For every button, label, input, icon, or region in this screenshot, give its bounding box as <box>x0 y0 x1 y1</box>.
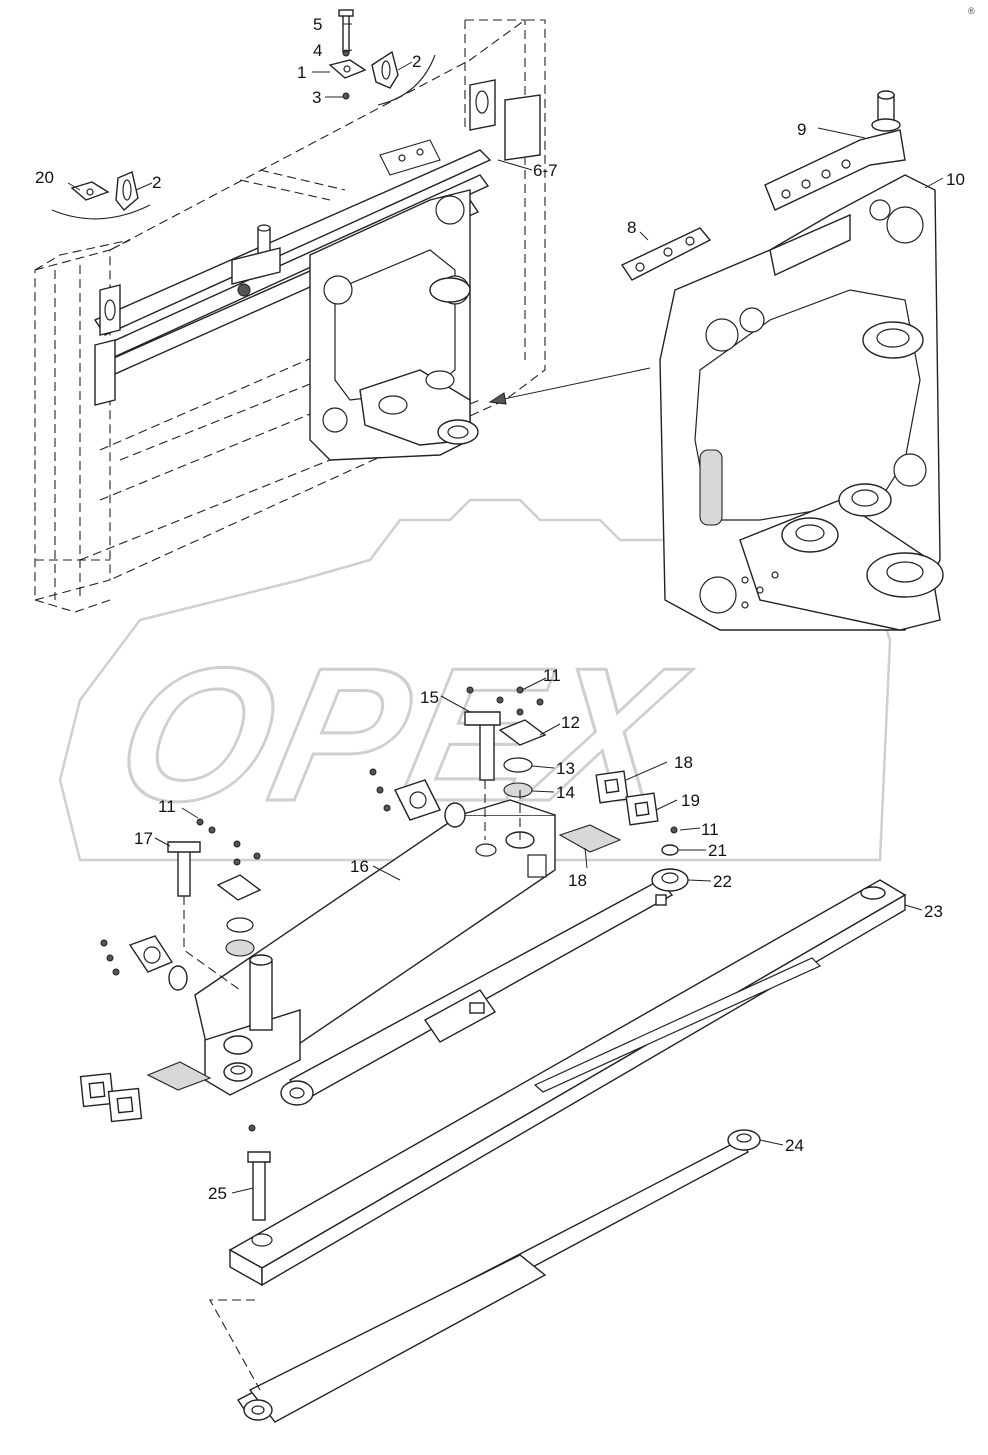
corner-mark: ® <box>968 6 975 16</box>
part-9-bracket <box>764 90 906 211</box>
callout-label: 18 <box>568 871 587 890</box>
callout-label: 2 <box>152 173 161 192</box>
watermark: OPEX <box>58 498 892 862</box>
callout-label: 24 <box>785 1136 804 1155</box>
part-22-cylinder <box>280 868 689 1106</box>
callout-leaders <box>67 23 944 1194</box>
callout-label: 11 <box>543 666 561 685</box>
callout-label: 4 <box>313 41 322 60</box>
callout-label: 6-7 <box>533 161 558 180</box>
part-23-channel <box>228 879 907 1287</box>
callout-label: 20 <box>35 168 54 187</box>
callout-label: 10 <box>946 170 965 189</box>
assembly-arrow <box>489 367 651 403</box>
callout-label: 22 <box>713 872 732 891</box>
callout-labels: 5 4 1 3 2 20 2 6-7 9 10 8 11 15 12 13 14… <box>35 15 965 1203</box>
callout-label: 3 <box>312 88 321 107</box>
callout-label: 25 <box>208 1184 227 1203</box>
callout-label: 15 <box>420 688 439 707</box>
lower-pin-stack <box>100 818 679 991</box>
callout-label: 18 <box>674 753 693 772</box>
top-hardware <box>51 9 436 220</box>
callout-label: 11 <box>701 820 719 839</box>
part-24-cylinder <box>209 1129 761 1423</box>
callout-label: 14 <box>556 783 575 802</box>
callout-label: 9 <box>797 120 806 139</box>
callout-label: 11 <box>158 797 176 816</box>
part-8-link <box>620 227 712 281</box>
watermark-gear-outline <box>58 498 892 862</box>
rotator-frame-small <box>309 189 479 461</box>
callout-label: 21 <box>708 841 727 860</box>
callout-label: 19 <box>681 791 700 810</box>
callout-label: 12 <box>561 713 580 732</box>
assembly-arrowhead <box>488 392 507 405</box>
part-25-pin <box>247 1124 271 1221</box>
callout-label: 23 <box>924 902 943 921</box>
callout-label: 2 <box>412 52 421 71</box>
callout-label: 1 <box>297 63 306 82</box>
mast-frame-dashed <box>34 19 546 613</box>
callout-label: 16 <box>350 857 369 876</box>
watermark-text: OPEX <box>101 628 702 841</box>
callout-label: 13 <box>556 759 575 778</box>
upper-pin-stack <box>464 686 547 840</box>
part-10-frame <box>659 174 944 631</box>
callout-label: 17 <box>134 829 153 848</box>
callout-label: 5 <box>313 15 322 34</box>
upper-bearing-flange <box>369 768 466 828</box>
callout-label: 8 <box>627 218 636 237</box>
pads-18-19 <box>79 770 659 1123</box>
